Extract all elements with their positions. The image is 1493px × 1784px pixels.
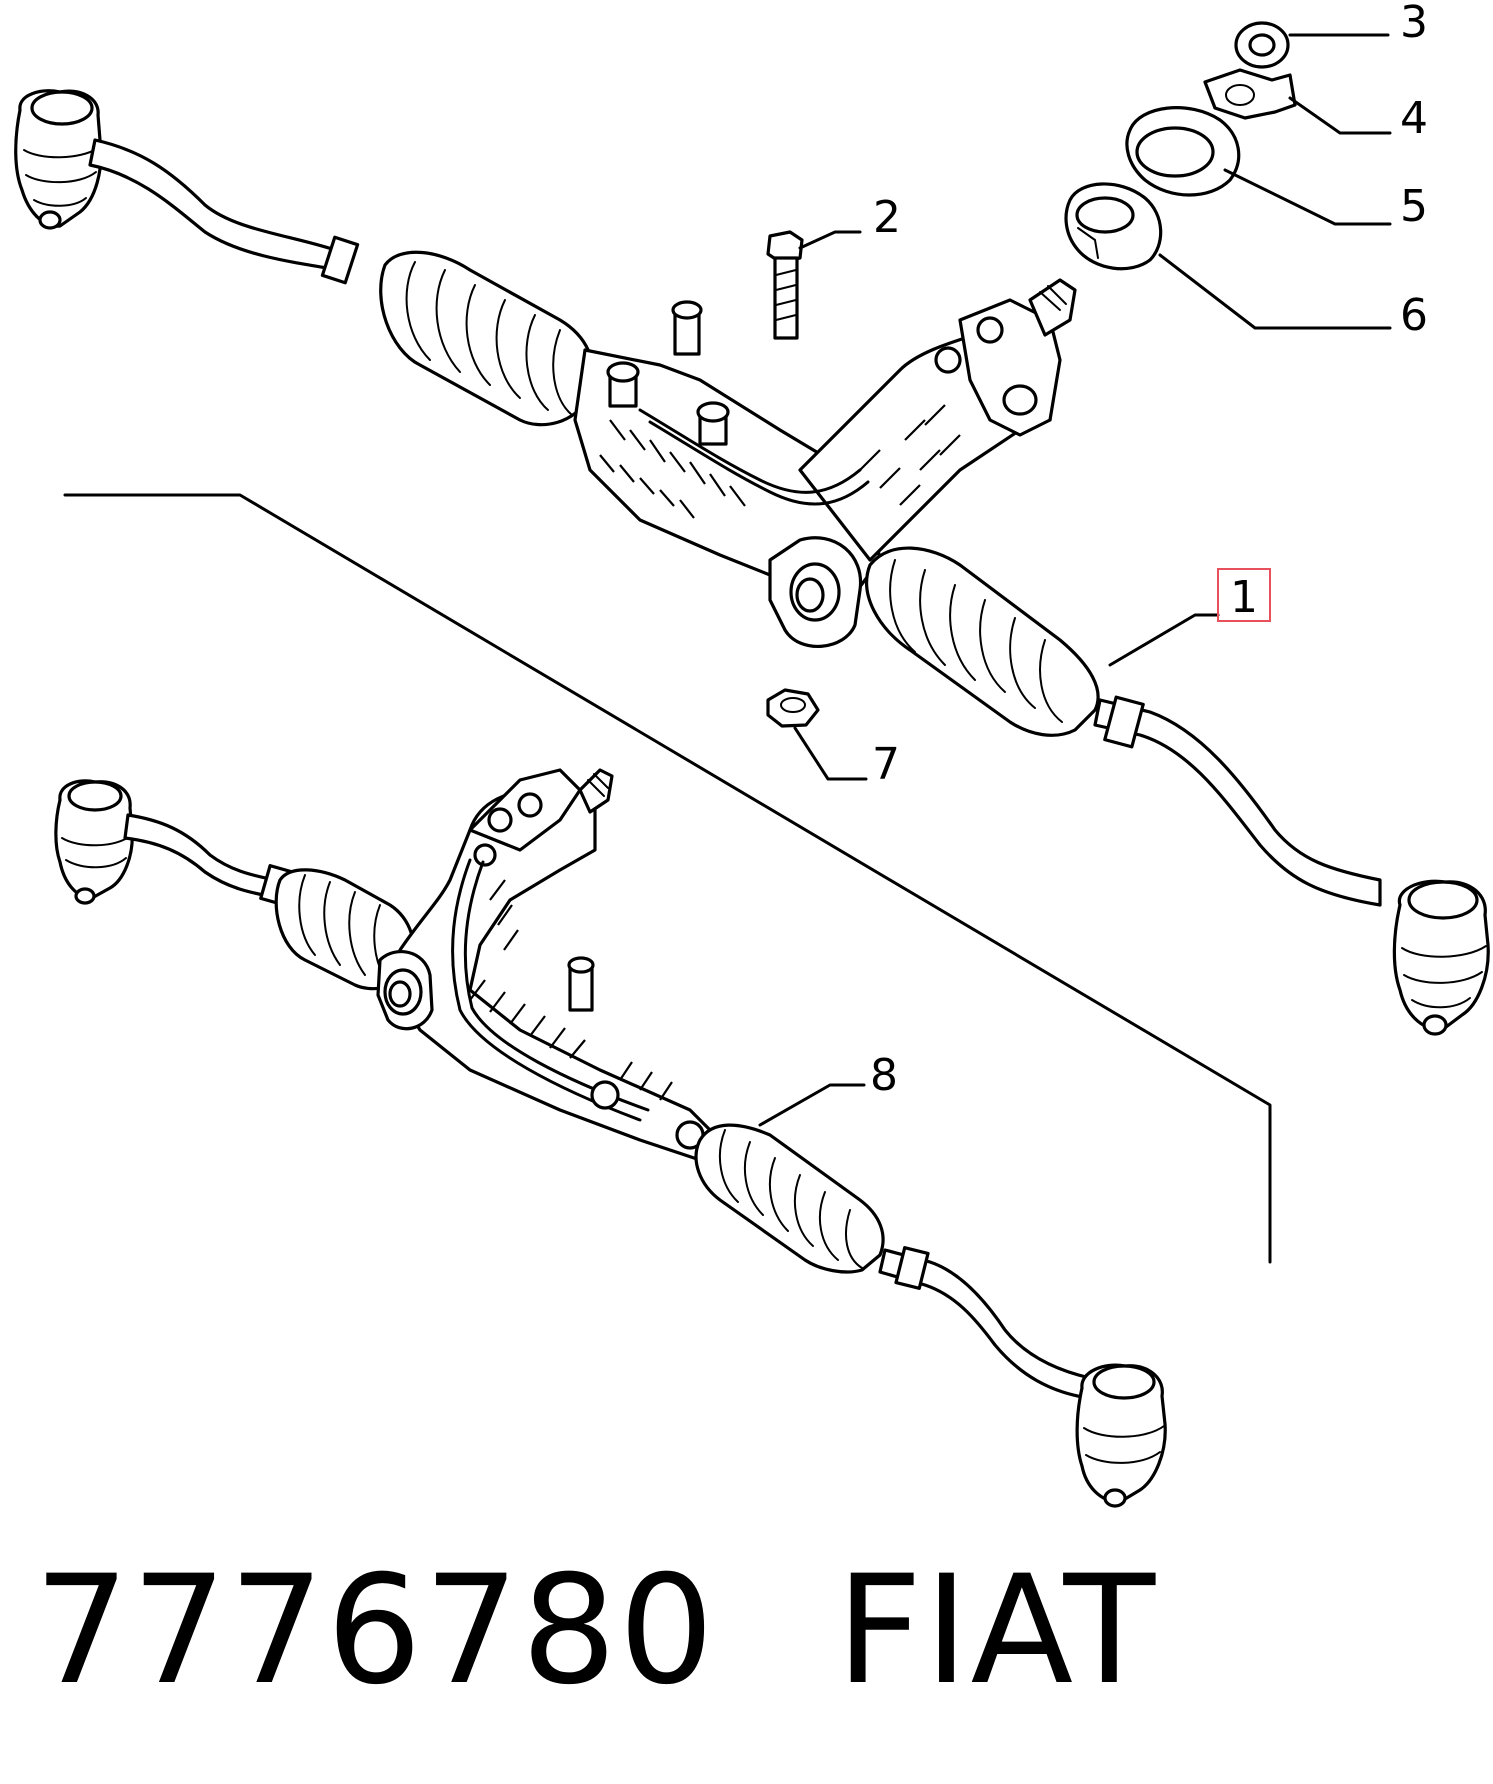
callout-5: 5	[1400, 181, 1428, 232]
lower-right-boot	[694, 1123, 885, 1274]
lower-left-tie-rod	[123, 813, 282, 900]
lower-left-tie-rod-end	[54, 779, 134, 905]
callout-3: 3	[1400, 0, 1428, 48]
ring-part-5	[1125, 106, 1241, 197]
bushing-part-6	[1064, 182, 1163, 271]
callout-7: 7	[872, 739, 900, 790]
callout-8: 8	[870, 1050, 898, 1101]
leader-lines	[63, 33, 1392, 1264]
callout-4: 4	[1400, 93, 1428, 144]
brand-name: FIAT	[836, 1544, 1158, 1718]
upper-right-tie-rod-end	[1392, 879, 1490, 1036]
callouts: 1 2 3 4 5 6 7 8	[870, 0, 1428, 1101]
lower-right-tie-rod-end	[1075, 1363, 1167, 1508]
upper-right-tie-rod	[1093, 698, 1382, 907]
callout-1: 1	[1230, 572, 1258, 623]
upper-right-boot	[865, 546, 1100, 737]
nut-part-7	[766, 688, 820, 728]
upper-steering-rack	[14, 89, 1490, 1036]
bolt-part-2	[766, 230, 804, 340]
clamp-part-4	[1203, 68, 1297, 120]
upper-left-boot	[379, 250, 595, 427]
lower-rack-housing	[376, 768, 722, 1162]
upper-left-tie-rod-end	[14, 89, 103, 230]
upper-left-tie-rod	[88, 138, 342, 272]
upper-rack-housing	[573, 278, 1077, 649]
callout-2: 2	[873, 192, 901, 243]
lower-steering-rack	[54, 768, 1167, 1508]
callout-6: 6	[1400, 290, 1428, 341]
part-number: 7776780	[34, 1544, 717, 1718]
washer-part-3	[1234, 21, 1290, 69]
callout-1-highlight	[1217, 568, 1271, 622]
